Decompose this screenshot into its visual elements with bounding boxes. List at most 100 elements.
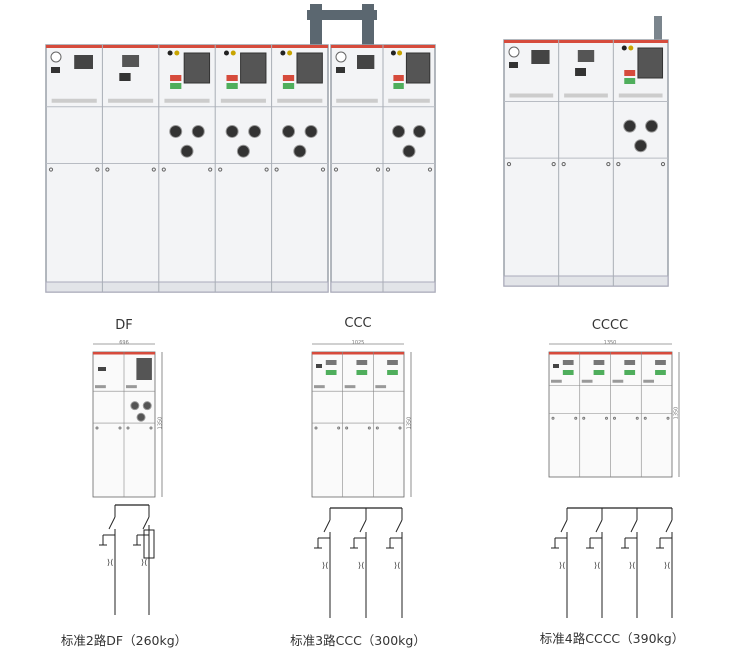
- indicator: [51, 67, 60, 73]
- height-dimension-cccc: 1350: [673, 406, 680, 420]
- bolt: [118, 426, 122, 430]
- switch-blade: [665, 519, 673, 533]
- terminal-strip: [564, 93, 608, 98]
- sensor-symbol: ⟩⟨: [107, 558, 113, 567]
- height-dimension-ccc: 1350: [406, 416, 413, 430]
- cable-window: [282, 124, 296, 138]
- logo-icon: [50, 51, 62, 63]
- lamp: [628, 45, 634, 51]
- bolt: [551, 416, 555, 420]
- caption-ccc: 标准3路CCC（300kg）: [290, 633, 426, 648]
- cable-window: [634, 139, 648, 153]
- mechanism-panel: [183, 52, 211, 84]
- bolt: [375, 167, 381, 172]
- indicator-green: [655, 370, 666, 375]
- cable-window: [136, 412, 146, 422]
- bolt: [333, 167, 339, 172]
- unit-outline: [311, 351, 405, 498]
- terminal-strip: [126, 385, 137, 389]
- bolt: [264, 167, 269, 172]
- busbar-connector: [307, 10, 377, 20]
- unit-title-df: DF: [115, 318, 133, 333]
- terminal-strip: [277, 98, 323, 103]
- bolt: [561, 161, 566, 167]
- bolt: [613, 416, 616, 420]
- bolt: [574, 416, 578, 420]
- terminal-strip: [344, 385, 356, 389]
- indicator: [575, 68, 586, 76]
- mechanism-panel: [136, 358, 152, 380]
- bolt: [643, 416, 647, 420]
- caption-df: 标准2路DF（260kg）: [60, 633, 188, 648]
- indicator-green: [226, 83, 238, 89]
- control-box: [122, 55, 140, 67]
- caption-cccc: 标准4路CCCC（390kg）: [539, 631, 685, 646]
- indicator: [316, 364, 322, 368]
- height-dimension-df: 1350: [157, 416, 164, 430]
- terminal-strip: [220, 98, 266, 103]
- sensor-symbol: ⟩⟨: [629, 561, 635, 570]
- unit-title-cccc: CCCC: [591, 318, 629, 333]
- sensor-symbol: ⟩⟨: [322, 561, 328, 570]
- terminal-strip: [612, 379, 624, 383]
- bolt: [105, 167, 110, 172]
- width-dimension-cccc: 1350: [603, 340, 617, 346]
- bolt: [551, 161, 556, 167]
- indicator-red: [624, 70, 636, 76]
- control-box: [531, 50, 550, 64]
- cabinet-body: [503, 39, 669, 287]
- terminal-strip: [336, 98, 378, 103]
- busbar-strip: [46, 45, 328, 48]
- sensor-symbol: ⟩⟨: [664, 561, 670, 570]
- control-box: [577, 50, 595, 62]
- indicator-green: [624, 370, 636, 375]
- mechanism-panel: [405, 52, 431, 84]
- lamp: [230, 50, 236, 56]
- bolt: [606, 161, 611, 167]
- control-box: [74, 55, 93, 69]
- indicator: [553, 364, 559, 368]
- bolt: [427, 167, 433, 172]
- cable-window: [623, 119, 637, 133]
- bolt: [274, 167, 279, 172]
- bolt: [218, 167, 223, 172]
- switch-blade: [560, 519, 568, 533]
- bolt: [208, 167, 213, 172]
- busbar-strip: [504, 40, 668, 43]
- terminal-strip: [581, 379, 593, 383]
- switch-blade: [142, 516, 150, 530]
- indicator: [509, 62, 518, 68]
- indicator: [387, 360, 398, 365]
- lamp: [287, 50, 293, 56]
- indicator: [119, 73, 131, 81]
- indicator-green: [356, 370, 368, 375]
- cabinet-base: [45, 281, 329, 293]
- cable-window: [142, 401, 152, 411]
- cable-window: [236, 144, 250, 158]
- bolt: [635, 416, 639, 420]
- bolt: [314, 426, 318, 430]
- sensor-symbol: ⟩⟨: [559, 561, 565, 570]
- indicator-green: [325, 370, 337, 375]
- unit-title-ccc: CCC: [344, 316, 372, 331]
- bolt: [375, 426, 379, 430]
- cable-window: [645, 119, 659, 133]
- switch-blade: [595, 519, 603, 533]
- bolt: [320, 167, 326, 172]
- bolt: [151, 167, 156, 172]
- bolt: [367, 426, 371, 430]
- lamp: [390, 50, 396, 56]
- terminal-strip: [643, 379, 655, 383]
- bolt: [616, 161, 621, 167]
- bolt: [161, 167, 166, 172]
- indicator: [98, 367, 106, 371]
- terminal-strip: [509, 93, 554, 98]
- lamp: [223, 50, 229, 56]
- mechanism-panel: [637, 47, 664, 79]
- indicator-green: [170, 83, 182, 89]
- cabinet-base: [503, 275, 669, 287]
- bolt: [126, 426, 130, 430]
- terminal-strip: [164, 98, 210, 103]
- indicator: [624, 360, 636, 365]
- indicator-red: [170, 75, 182, 81]
